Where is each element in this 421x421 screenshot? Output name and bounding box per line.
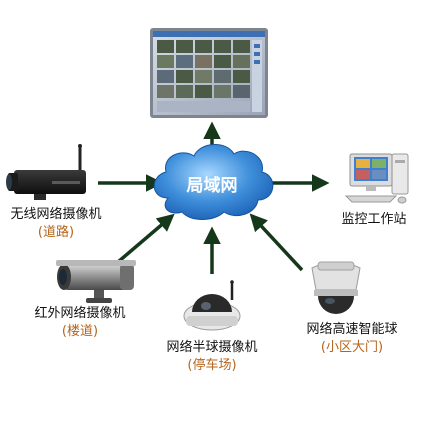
connection-arrows	[98, 121, 330, 274]
monitor-display-icon	[150, 28, 268, 118]
hub-label: 局域网	[187, 175, 238, 196]
arrow-infrared-to-hub	[116, 213, 175, 264]
dome-camera-name: 网络半球摄像机	[166, 340, 258, 355]
infrared-camera-name: 红外网络摄像机	[34, 306, 126, 321]
workstation-name: 监控工作站	[341, 212, 407, 227]
dome-camera-icon	[183, 280, 241, 331]
dome-camera-location: (停车场)	[187, 358, 237, 373]
arrow-speeddome-to-hub	[249, 213, 304, 272]
wireless-camera-icon	[6, 144, 86, 200]
wireless-camera-location: (道路)	[37, 225, 75, 240]
infrared-camera-location: (楼道)	[61, 324, 99, 339]
wireless-camera-name: 无线网络摄像机	[10, 207, 102, 222]
lan-cloud-icon	[153, 144, 274, 220]
speed-dome-location: (小区大门)	[320, 340, 384, 355]
infrared-camera-icon	[56, 260, 136, 303]
workstation-icon	[344, 153, 409, 204]
speed-dome-name: 网络高速智能球	[306, 322, 398, 337]
speed-dome-icon	[311, 261, 361, 314]
